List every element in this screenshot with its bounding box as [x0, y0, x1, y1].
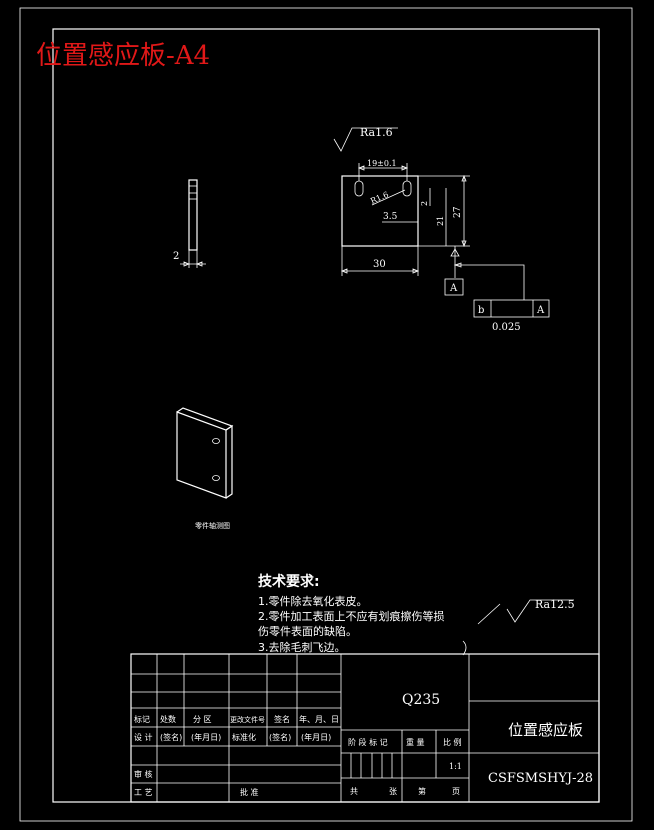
dim-hole-spacing: 19±0.1 [367, 159, 397, 168]
iso-caption: 零件轴测图 [195, 521, 230, 530]
front-view: Ra1.6 19±0.1 R1.6 3.5 2 21 27 30 [333, 126, 470, 296]
tech-item-3: 伤零件表面的缺陷。 [258, 624, 357, 638]
dim-2: 2 [420, 201, 429, 206]
design-sign: (签名) [160, 732, 182, 742]
process-label: 工 艺 [134, 788, 153, 797]
isometric-view: 零件轴测图 [176, 407, 234, 530]
title-material: Q235 [402, 692, 440, 708]
dim-27: 27 [453, 206, 463, 218]
tech-item-1: 1.零件除去氧化表皮。 [258, 594, 368, 608]
inner-border [52, 28, 600, 803]
front-roughness-label: Ra1.6 [360, 126, 393, 139]
sheet-page-label: 页 [452, 787, 460, 796]
design-date: (年月日) [191, 732, 221, 742]
title-block: Q235 位置感应板 CSFSMSHYJ-28 1:1 标记 处数 分 区 更改… [130, 653, 600, 803]
title-scale: 1:1 [449, 762, 462, 771]
dim-21: 21 [436, 216, 445, 226]
title-stamp: 位置感应板-A4 [36, 41, 210, 71]
review-label: 审 核 [134, 769, 153, 779]
row-label-date: 年、月、日 [299, 714, 339, 724]
side-view: 2 [173, 179, 206, 268]
slot-left [354, 180, 364, 197]
title-drawing-number: CSFSMSHYJ-28 [488, 771, 593, 786]
plate-outline [341, 175, 419, 247]
tolerance-symbol: b [478, 305, 484, 316]
row-label-sign: 签名 [274, 714, 290, 724]
row-label-change-doc: 更改文件号 [230, 715, 265, 724]
dim-3-5: 3.5 [383, 212, 398, 222]
tolerance-frame: b A 0.025 [453, 262, 550, 333]
stage-mark-label: 阶 段 标 记 [348, 737, 388, 747]
row-label-count: 处数 [160, 714, 176, 724]
row-label-mark: 标记 [134, 714, 150, 724]
tech-heading: 技术要求: [258, 573, 320, 590]
standardization-date: (年月日) [301, 732, 331, 742]
standardization-label: 标准化 [232, 732, 256, 742]
approve-label: 批 准 [240, 787, 259, 797]
design-label: 设 计 [134, 732, 153, 742]
roughness-symbol [333, 127, 398, 152]
sheets-unit-label: 张 [389, 787, 397, 796]
tolerance-datum: A [536, 305, 545, 316]
sheet-no-label: 第 [418, 786, 426, 796]
default-roughness: Ra12.5 [535, 598, 575, 611]
tech-item-4: 3.去除毛刺飞边。 [258, 640, 346, 654]
scale-label: 比 例 [443, 737, 462, 747]
dim-hole-radius: R1.6 [369, 190, 390, 206]
tech-item-2: 2.零件加工表面上不应有划痕擦伤等损 [258, 609, 445, 623]
weight-label: 重 量 [406, 737, 425, 747]
datum-box [444, 278, 464, 296]
datum-label: A [449, 283, 458, 294]
outer-border [19, 7, 633, 822]
dim-width: 30 [373, 259, 386, 270]
default-roughness-symbol [506, 599, 574, 623]
title-part-name: 位置感应板 [508, 721, 583, 739]
sheets-total-label: 共 [350, 787, 358, 796]
tech-requirements: 技术要求: 1.零件除去氧化表皮。 2.零件加工表面上不应有划痕擦伤等损 伤零件… [258, 573, 575, 656]
slot-right [402, 180, 412, 197]
tolerance-value: 0.025 [492, 322, 521, 333]
row-label-zone: 分 区 [193, 715, 212, 724]
standardization-sign: (签名) [269, 732, 291, 742]
dim-thickness: 2 [173, 251, 179, 262]
